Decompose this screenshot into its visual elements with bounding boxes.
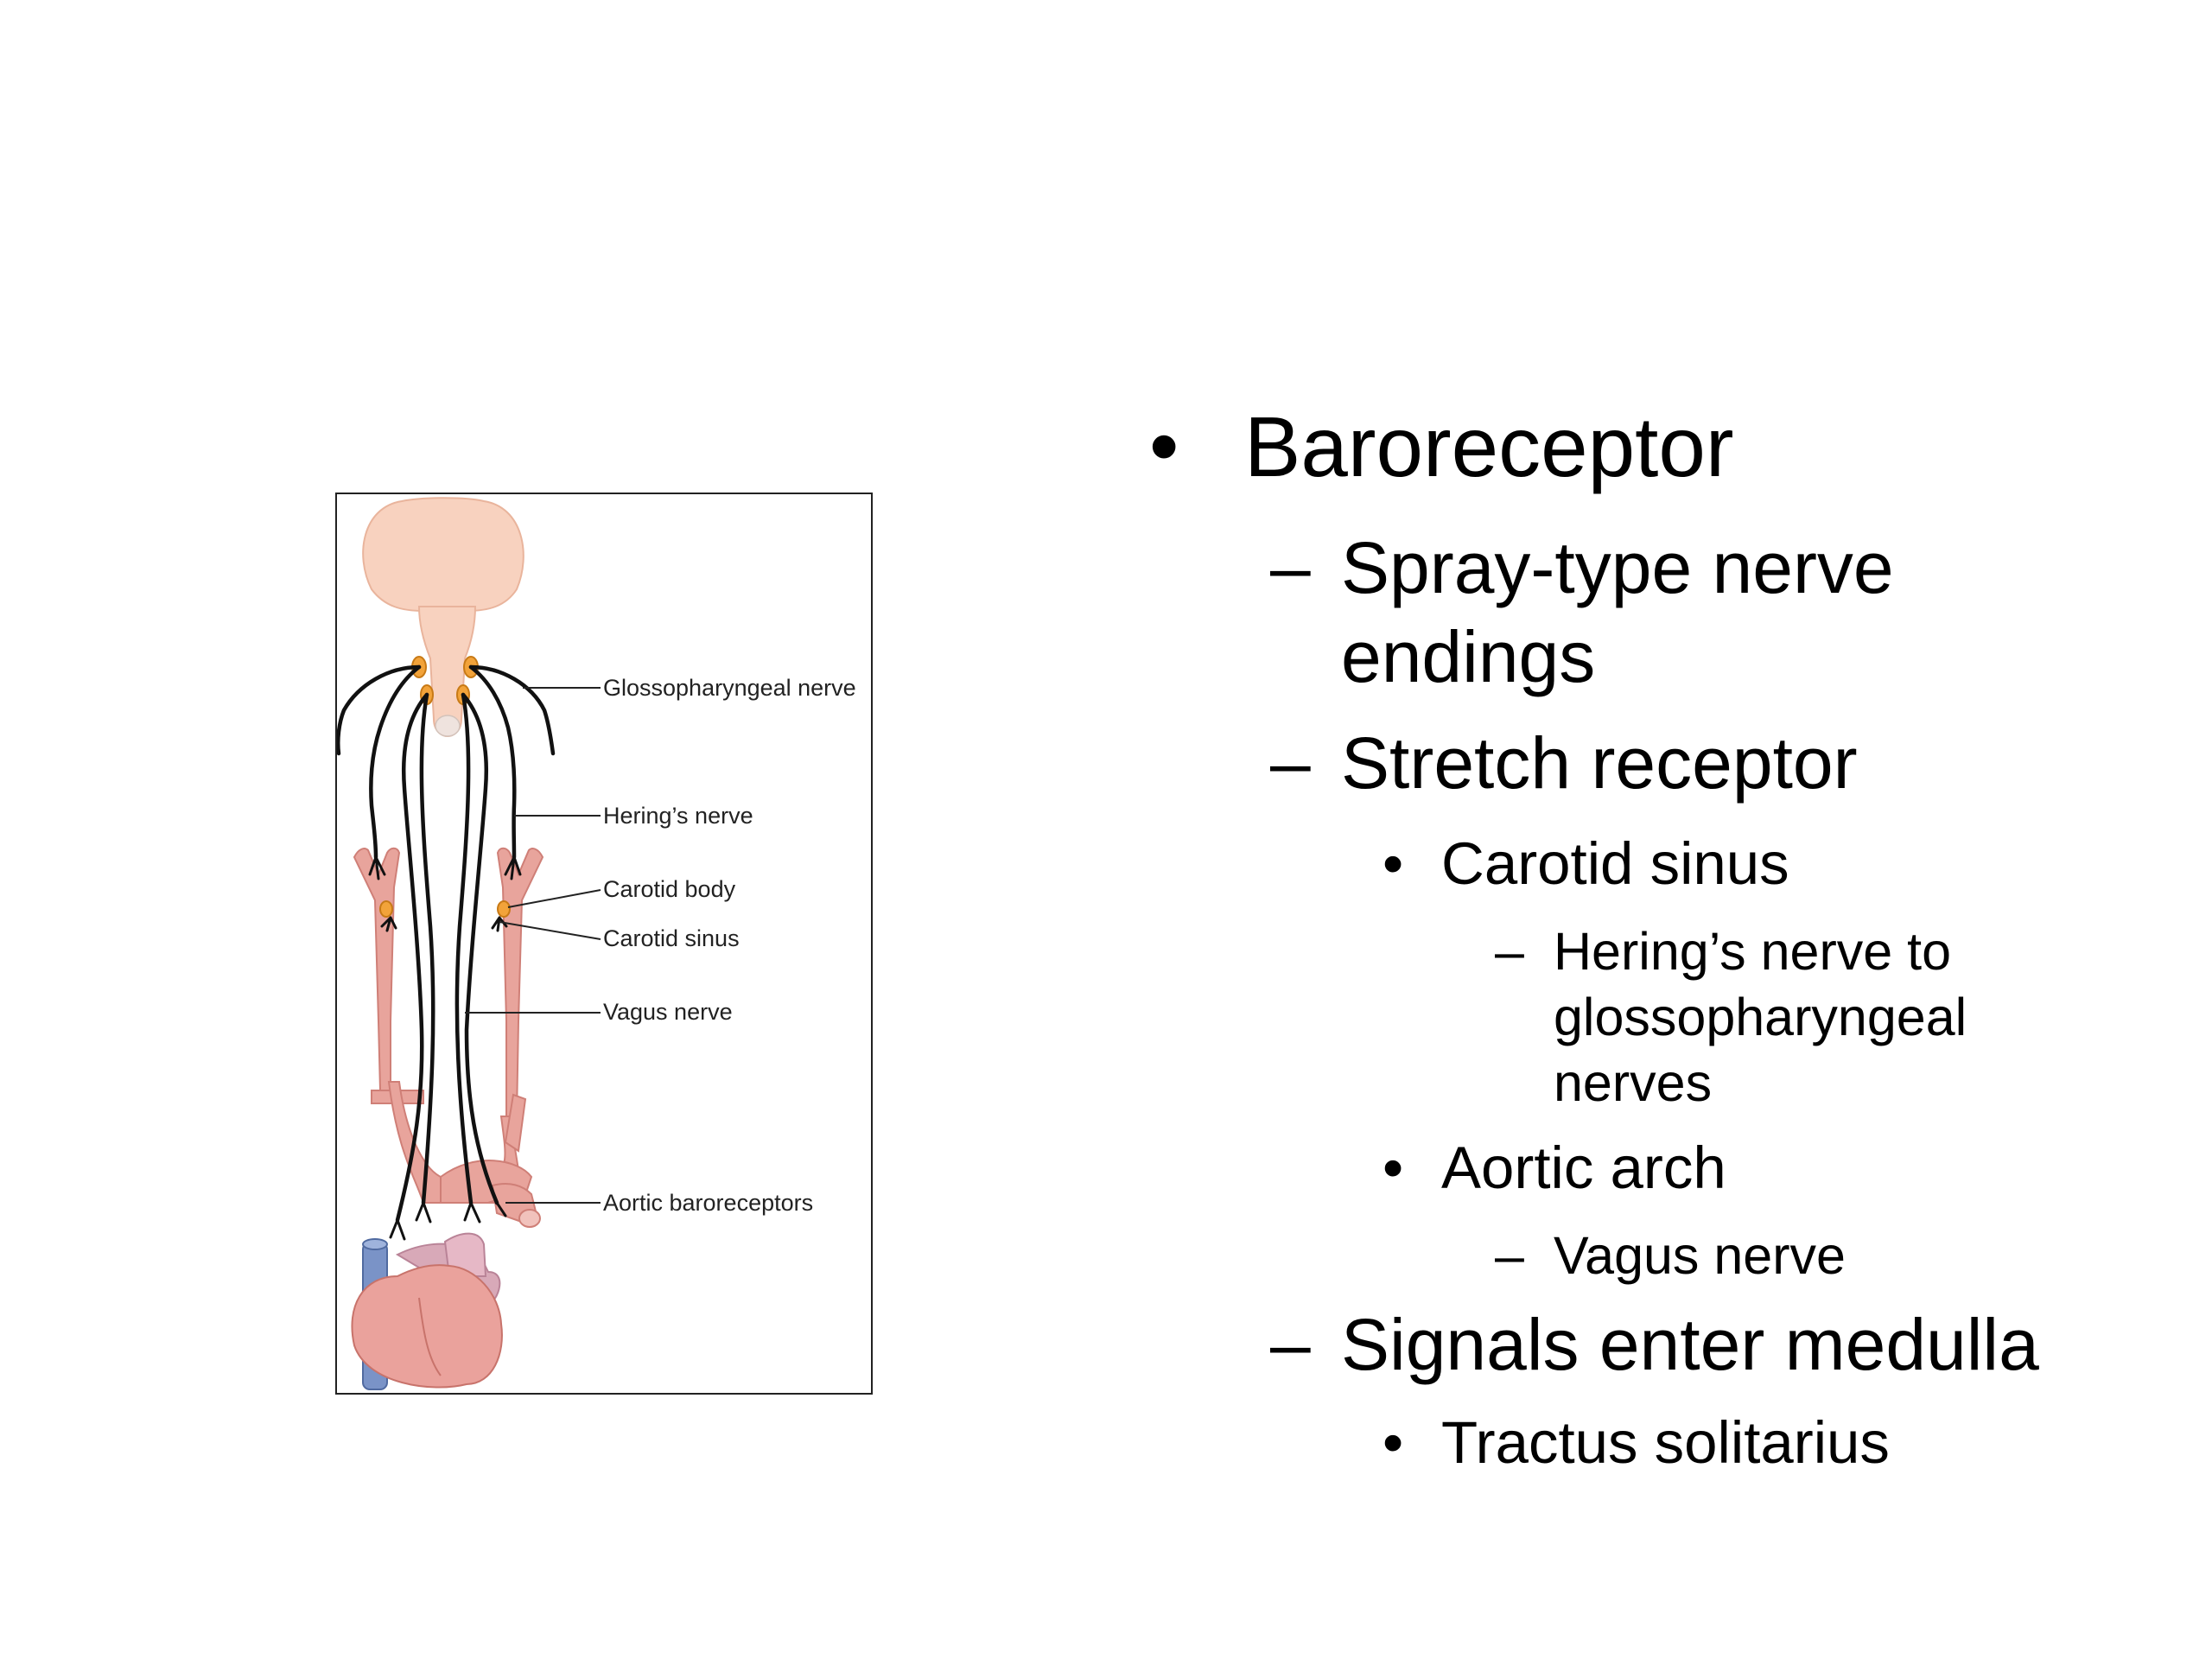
bullet-text: Carotid sinus: [1441, 830, 1789, 897]
bullet-marker: •: [1382, 830, 1404, 897]
anatomy-illustration: Glossopharyngeal nerve Hering’s nerve Ca…: [337, 497, 856, 1390]
baroreceptor-anatomy-figure: Glossopharyngeal nerve Hering’s nerve Ca…: [335, 493, 873, 1395]
bullet-text-line1: Spray-type nerve: [1341, 527, 1894, 608]
dash-marker: –: [1495, 922, 1524, 981]
bullet-text: Baroreceptor: [1244, 399, 1734, 494]
label-carotid-body: Carotid body: [603, 876, 736, 902]
aorta-and-heart: [351, 1081, 541, 1390]
carotid-arteries: [353, 847, 544, 1117]
bullet-text: Stretch receptor: [1341, 722, 1858, 804]
carotid-body-right: [497, 900, 511, 918]
bullet-text-line2: endings: [1341, 616, 1596, 697]
bullet-text-line3: nerves: [1554, 1053, 1713, 1112]
label-herings-nerve: Hering’s nerve: [603, 803, 753, 829]
bullet-text: Aortic arch: [1441, 1135, 1726, 1201]
label-carotid-sinus: Carotid sinus: [603, 925, 740, 951]
bullet-marker: •: [1382, 1409, 1404, 1476]
label-vagus-nerve: Vagus nerve: [603, 999, 733, 1025]
bullet-text: Signals enter medulla: [1341, 1304, 2039, 1385]
bullet-text-line2: glossopharyngeal: [1554, 988, 1967, 1046]
bullet-marker: •: [1149, 398, 1179, 493]
label-glossopharyngeal-nerve: Glossopharyngeal nerve: [603, 675, 856, 701]
label-aortic-baroreceptors: Aortic baroreceptors: [603, 1190, 813, 1216]
bullet-text-line1: Hering’s nerve to: [1554, 922, 1952, 981]
nerve-fibers: [337, 664, 556, 1241]
bullet-text: Tractus solitarius: [1441, 1409, 1890, 1476]
dash-marker: –: [1270, 721, 1311, 803]
bullet-text: Vagus nerve: [1554, 1226, 1846, 1285]
bullet-marker: •: [1382, 1135, 1404, 1201]
carotid-body-left: [379, 900, 393, 918]
dash-marker: –: [1495, 1226, 1524, 1285]
dash-marker: –: [1270, 1303, 1311, 1384]
dash-marker: –: [1270, 526, 1311, 607]
